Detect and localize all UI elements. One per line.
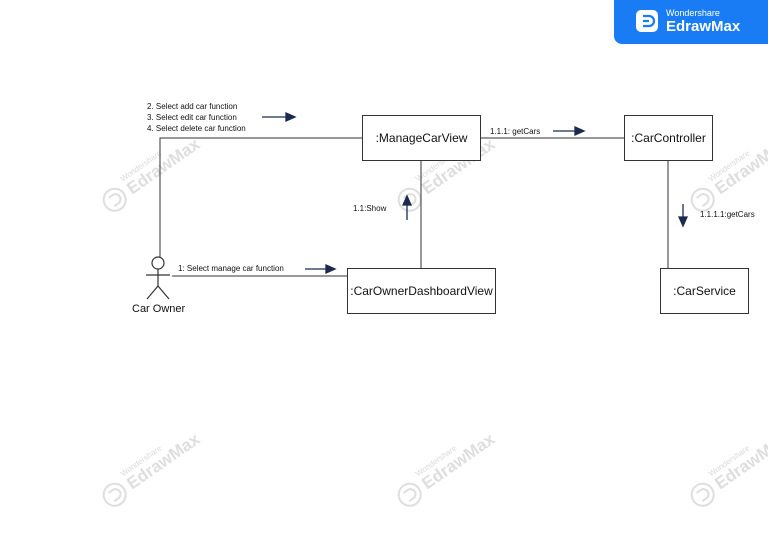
edrawmax-logo: Wondershare EdrawMax	[614, 0, 768, 44]
message-label: 1.1:Show	[353, 204, 387, 213]
watermark: Wondershare EdrawMax	[680, 405, 768, 534]
brand-name: EdrawMax	[666, 18, 741, 35]
actor-name: Car Owner	[132, 303, 186, 315]
message-label: 3. Select edit car function	[147, 113, 237, 122]
object-car-owner-dashboard-view[interactable]: :CarOwnerDashboardView	[347, 268, 496, 314]
message-label: 1.1.1.1:getCars	[700, 210, 755, 219]
arrow-down-icon	[677, 204, 689, 228]
link-actor-managecarview	[159, 137, 362, 258]
arrow-right-icon	[305, 263, 337, 275]
watermark-logo-icon	[102, 482, 127, 507]
arrow-right-icon	[553, 125, 586, 137]
watermark-logo-icon	[102, 187, 127, 212]
watermark: Wondershare EdrawMax	[92, 110, 241, 239]
arrow-right-icon	[262, 111, 297, 123]
message-label: 4. Select delete car function	[147, 124, 246, 133]
watermark-logo-icon	[690, 187, 715, 212]
message-label: 1: Select manage car function	[178, 264, 284, 273]
watermark-logo-icon	[397, 482, 422, 507]
watermark-logo-icon	[690, 482, 715, 507]
message-label: 2. Select add car function	[147, 102, 238, 111]
message-label: 1.1.1: getCars	[490, 127, 541, 136]
brand-subtitle: Wondershare	[666, 8, 720, 18]
watermark: Wondershare EdrawMax	[680, 110, 768, 239]
watermark: Wondershare EdrawMax	[387, 110, 536, 239]
arrow-up-icon	[401, 194, 413, 220]
watermark: Wondershare EdrawMax	[387, 405, 536, 534]
object-car-service[interactable]: :CarService	[660, 268, 749, 314]
object-manage-car-view[interactable]: :ManageCarView	[362, 115, 481, 161]
edrawmax-logo-icon	[636, 10, 658, 32]
actor-figure	[146, 256, 170, 300]
object-car-controller[interactable]: :CarController	[624, 115, 713, 161]
watermark-logo-icon	[397, 187, 422, 212]
watermark: Wondershare EdrawMax	[92, 405, 241, 534]
